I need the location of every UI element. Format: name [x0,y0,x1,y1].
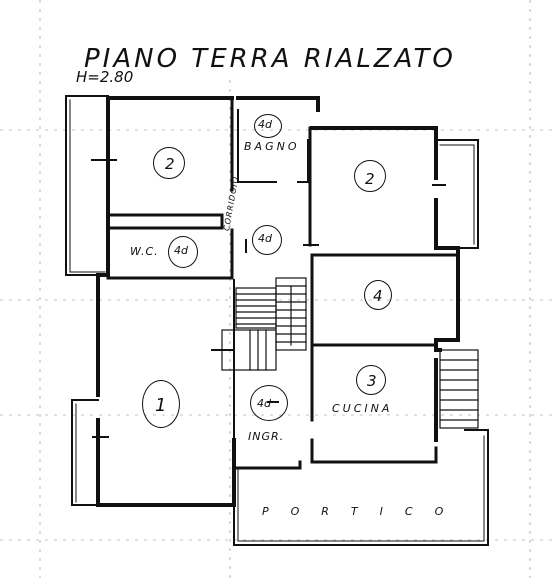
label-portico: PORTICO [262,505,466,518]
staircase [221,277,307,371]
label-wc: W.C. [130,245,159,258]
plan-title: PIANO TERRA RIALZATO [84,44,456,74]
room-circle [364,280,392,310]
room-circle [354,160,386,192]
exterior-stair [439,349,479,429]
room-circle [250,385,288,421]
room-circle [252,225,282,255]
floor-height: H=2.80 [76,68,134,86]
walls [65,95,489,546]
room-circle [356,365,386,395]
label-cucina: CUCINA [332,402,393,415]
room-circle [142,380,180,428]
room-circle [168,236,198,268]
label-ingresso: INGR. [248,430,285,443]
room-circle [254,114,282,138]
label-bagno: BAGNO [244,140,300,153]
room-circle [153,147,185,179]
